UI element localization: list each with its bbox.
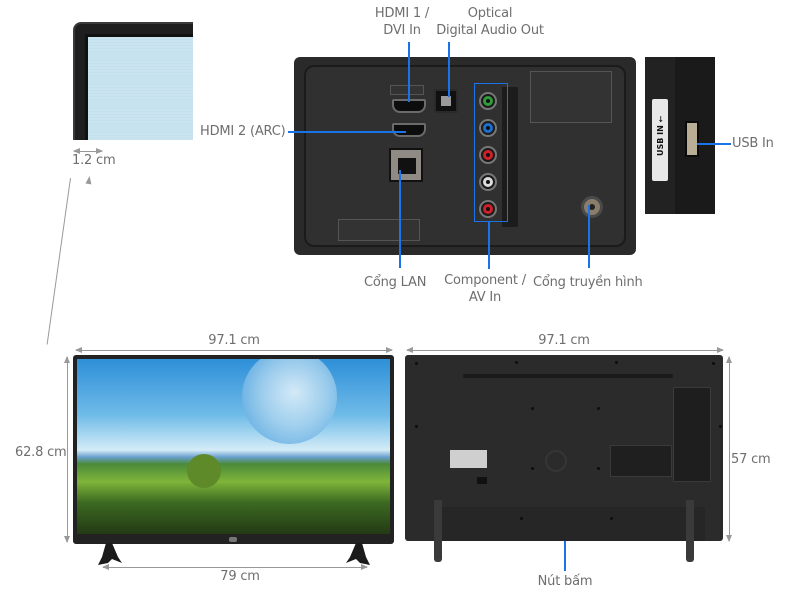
tv-rear-image xyxy=(405,355,723,541)
rca-jack-red-audio xyxy=(479,200,497,218)
usb-in-tag: USB IN ⭠ xyxy=(652,99,668,181)
bezel-closeup-image xyxy=(73,22,193,140)
front-height-arrow xyxy=(64,356,70,543)
front-height-label: 62.8 cm xyxy=(15,445,67,460)
rca-jack-red xyxy=(479,146,497,164)
screw xyxy=(515,361,518,364)
callout-hdmi1-line xyxy=(408,42,410,102)
component-highlight-box xyxy=(474,83,508,222)
rear-port-area xyxy=(610,445,672,477)
tv-front-image xyxy=(73,355,394,544)
rear-width-label: 97.1 cm xyxy=(538,333,590,348)
dolby-notice-plate xyxy=(530,71,612,123)
vesa-screw xyxy=(597,407,600,410)
front-width-arrow xyxy=(75,347,393,353)
rear-side-port-cover xyxy=(673,387,711,482)
bezel-inner-frame xyxy=(85,34,193,140)
port-panel-image xyxy=(294,57,636,255)
lg-logo-rear xyxy=(545,450,567,472)
antenna-coax-port xyxy=(581,196,603,218)
rca-jack-green xyxy=(479,92,497,110)
info-url-plate xyxy=(338,219,420,241)
tree-graphic xyxy=(187,454,221,488)
callout-usb: USB In xyxy=(732,136,774,151)
usb-port xyxy=(685,121,699,157)
rear-lower-panel xyxy=(435,507,705,541)
tv-front-screen xyxy=(77,359,390,534)
rear-left-leg xyxy=(434,500,442,562)
callout-button: Nút bấm xyxy=(537,574,593,589)
screen-corner xyxy=(88,37,193,140)
rear-top-groove xyxy=(463,374,673,378)
callout-component-line xyxy=(488,222,490,269)
right-stand-foot xyxy=(346,543,370,565)
screw xyxy=(610,517,613,520)
callout-hdmi2: HDMI 2 (ARC) xyxy=(200,124,286,139)
rear-height-arrow xyxy=(726,356,732,542)
rca-jack-blue xyxy=(479,119,497,137)
screw xyxy=(520,517,523,520)
bezel-thickness-arrow xyxy=(73,148,103,154)
usb-side-image: USB IN ⭠ xyxy=(645,57,715,214)
callout-lan-line xyxy=(399,170,401,268)
bezel-leader-line xyxy=(46,178,71,345)
screw xyxy=(615,361,618,364)
callout-hdmi1-line1: HDMI 1 / xyxy=(374,6,430,21)
lg-logo-front xyxy=(229,537,237,542)
callout-antenna-line xyxy=(588,205,590,268)
rear-label-sticker xyxy=(450,450,487,468)
screw xyxy=(415,362,418,365)
callout-antenna: Cổng truyền hình xyxy=(533,275,643,290)
callout-lan: Cổng LAN xyxy=(364,275,427,290)
front-width-label: 97.1 cm xyxy=(208,333,260,348)
vesa-screw xyxy=(531,407,534,410)
power-socket xyxy=(477,477,487,484)
callout-button-line xyxy=(564,541,566,571)
bezel-thickness-label: 1.2 cm xyxy=(72,153,116,168)
component-label-strip xyxy=(502,87,518,227)
callout-optical-line xyxy=(448,42,450,97)
callout-optical-line1: Optical xyxy=(467,6,513,21)
planet-graphic xyxy=(242,359,337,444)
callout-usb-line xyxy=(697,143,731,145)
hdmi-label-plate xyxy=(390,85,424,95)
vesa-screw xyxy=(531,467,534,470)
lan-port xyxy=(389,148,423,182)
left-stand-foot xyxy=(98,543,122,565)
callout-component-line2: AV In xyxy=(468,290,502,305)
screw xyxy=(415,425,418,428)
rear-right-leg xyxy=(686,500,694,562)
callout-optical-line2: Digital Audio Out xyxy=(436,23,544,38)
usb-in-tag-text: USB IN ⭠ xyxy=(656,116,665,156)
hdmi2-arc-port xyxy=(392,123,426,137)
bezel-leader-arrowhead xyxy=(85,175,93,185)
optical-audio-port xyxy=(434,89,458,113)
rear-width-arrow xyxy=(406,347,724,353)
screw xyxy=(712,362,715,365)
callout-hdmi1-line2: DVI In xyxy=(383,23,421,38)
callout-component-line1: Component / xyxy=(444,273,526,288)
stand-width-label: 79 cm xyxy=(220,569,260,584)
rca-jack-white xyxy=(479,173,497,191)
rear-height-label: 57 cm xyxy=(731,452,771,467)
stand-width-arrow xyxy=(102,564,368,570)
screw xyxy=(719,425,722,428)
callout-hdmi2-line xyxy=(288,131,406,133)
vesa-screw xyxy=(597,467,600,470)
